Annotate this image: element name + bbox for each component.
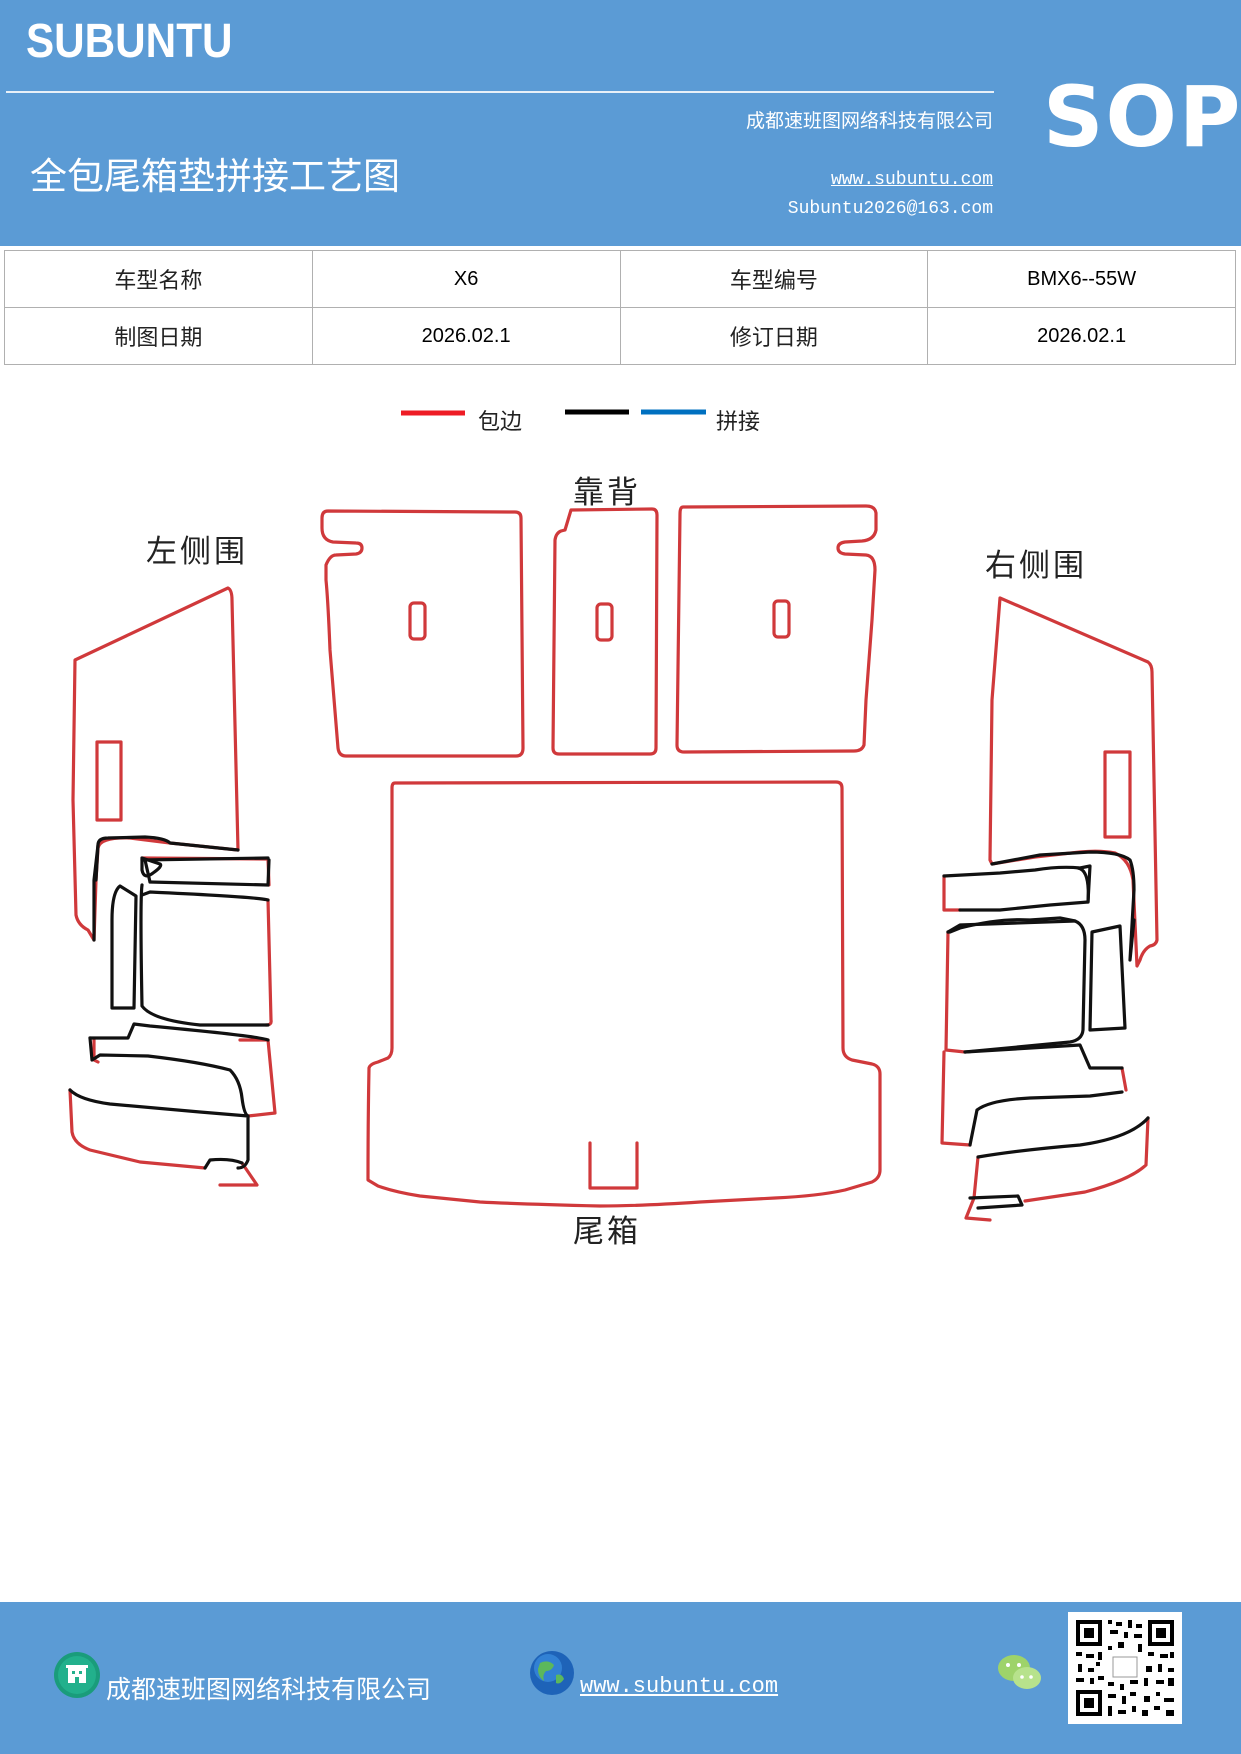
left-side-slot: [95, 740, 123, 822]
trunk-notch: [588, 1141, 639, 1190]
label-back: 靠背: [573, 475, 641, 511]
legend-splice-label: 拼接: [716, 410, 761, 435]
model-name-value: X6: [311, 250, 621, 308]
footer-company: 成都速班图网络科技有限公司: [106, 1675, 432, 1704]
globe-icon: [530, 1651, 574, 1695]
model-name-label: 车型名称: [4, 250, 313, 308]
header-divider: [6, 91, 994, 93]
legend-edge-label: 包边: [478, 410, 523, 435]
qr-code: [1068, 1612, 1182, 1724]
back-panel-left: [320, 509, 525, 758]
left-side-upper: [71, 586, 240, 942]
building-icon: [54, 1652, 100, 1698]
footer-website-link[interactable]: www.subuntu.com: [580, 1674, 779, 1699]
wechat-icon: [998, 1655, 1041, 1689]
revise-date-label: 修订日期: [619, 307, 929, 365]
label-trunk: 尾箱: [573, 1214, 641, 1250]
draw-date-value: 2026.02.1: [311, 307, 621, 365]
right-side-slot: [1103, 750, 1132, 839]
label-left-side: 左侧围: [146, 534, 248, 570]
back-panel-right: [675, 504, 878, 754]
model-code-label: 车型编号: [619, 250, 929, 308]
back-panel-middle-slot: [595, 602, 614, 642]
table-row: 制图日期 2026.02.1 修订日期 2026.02.1: [4, 307, 1236, 365]
back-panel-left-slot: [408, 601, 427, 641]
sop-badge: SOP: [1043, 68, 1241, 166]
draw-date-label: 制图日期: [4, 307, 313, 365]
left-side-black-piece-1: [140, 856, 163, 878]
header-banner: [0, 0, 1241, 246]
header-website-link[interactable]: www.subuntu.com: [830, 170, 993, 190]
revise-date-value: 2026.02.1: [927, 307, 1236, 365]
trunk-floor: [366, 780, 882, 1208]
document-title: 全包尾箱垫拼接工艺图: [30, 155, 400, 198]
header-company: 成都速班图网络科技有限公司: [745, 110, 993, 132]
back-panel-middle: [551, 507, 659, 756]
splicing-diagram: [68, 409, 1159, 1222]
back-panel-right-slot: [772, 599, 791, 639]
header-email: Subuntu2026@163.com: [787, 199, 993, 219]
brand-logo: SUBUNTU: [26, 15, 233, 68]
label-right-side: 右侧围: [985, 548, 1087, 584]
info-table: 车型名称 X6 车型编号 BMX6--55W 制图日期 2026.02.1 修订…: [4, 250, 1236, 365]
